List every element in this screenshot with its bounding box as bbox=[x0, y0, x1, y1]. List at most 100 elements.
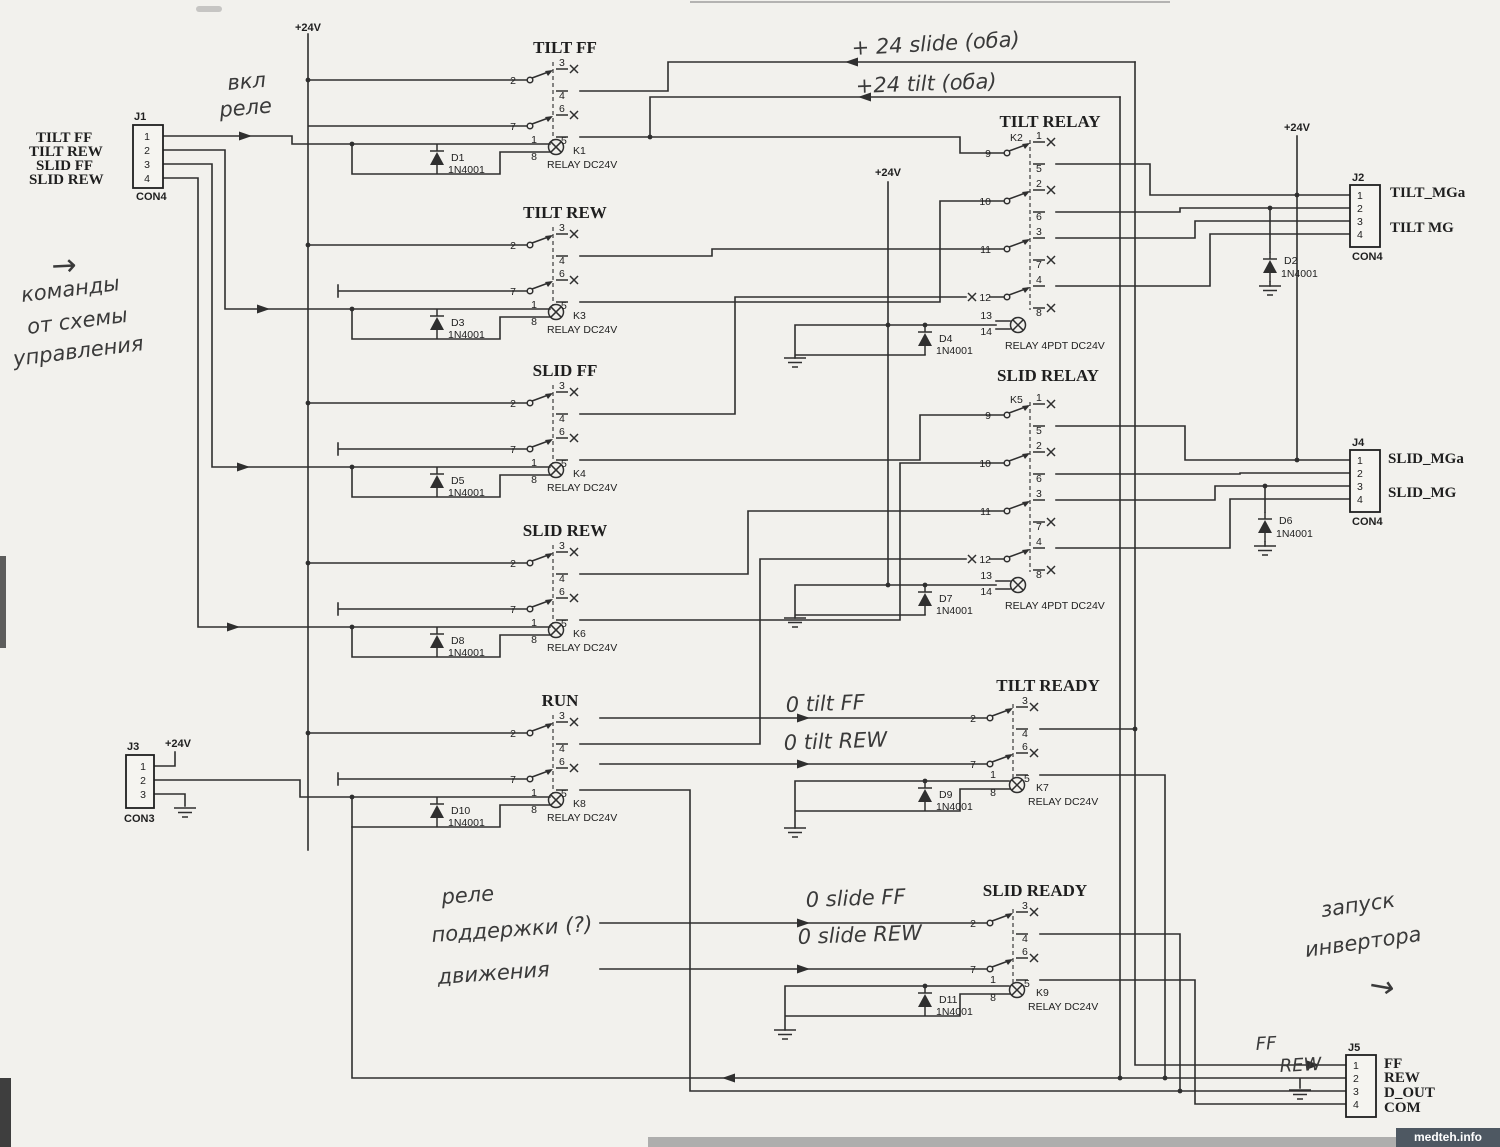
ground-icon bbox=[173, 807, 197, 818]
pin-label: 6 bbox=[1022, 946, 1028, 958]
relay-contact bbox=[511, 279, 569, 303]
pin-label: 7 bbox=[1036, 521, 1042, 533]
pin-label: 4 bbox=[559, 573, 565, 585]
pin-label: 3 bbox=[1022, 900, 1028, 912]
wire-j3-feeds bbox=[153, 751, 353, 807]
wire-ready-coils bbox=[784, 780, 1011, 1031]
signal-label: TILT MG bbox=[1390, 220, 1454, 236]
pin-label: 1 bbox=[531, 617, 537, 629]
relay-contact bbox=[988, 189, 1046, 213]
pin-label: 2 bbox=[510, 240, 516, 252]
pin-label: 6 bbox=[559, 103, 565, 115]
pin-label: 3 bbox=[559, 710, 565, 722]
signal-label: TILT_MGa bbox=[1390, 185, 1466, 201]
connector-j2-box bbox=[1349, 184, 1381, 248]
junction-dot bbox=[349, 464, 355, 470]
relay-title: TILT FF bbox=[533, 38, 597, 57]
annotation-rew: REW bbox=[1279, 1054, 1323, 1077]
x-mark bbox=[1046, 137, 1056, 147]
relay-type: RELAY DC24V bbox=[547, 324, 617, 336]
pin-label: 1 bbox=[990, 769, 996, 781]
wire-right-outputs bbox=[1055, 163, 1353, 549]
relay-k7: TILT READY 2 3 4 7 6 5 1 8 K7 RELAY DC24… bbox=[936, 676, 1100, 813]
pin-label: 1 bbox=[531, 134, 537, 146]
relay-contact bbox=[971, 911, 1029, 935]
power-label: +24V bbox=[1284, 122, 1311, 134]
pin-label: 2 bbox=[144, 145, 150, 157]
pin-label: 6 bbox=[559, 586, 565, 598]
connector-j4: J4 1 2 3 4 CON4 SLID_MGa SLID_MG bbox=[1352, 437, 1464, 528]
relay-contact bbox=[511, 551, 569, 575]
x-mark bbox=[1029, 702, 1039, 712]
x-mark bbox=[569, 433, 579, 443]
x-mark bbox=[1046, 303, 1056, 313]
pin-label: 3 bbox=[559, 57, 565, 69]
relay-title: SLID FF bbox=[533, 361, 598, 380]
pin-label: 4 bbox=[1036, 536, 1042, 548]
pin-label: 6 bbox=[1022, 741, 1028, 753]
relay-k4: SLID FF 2 3 4 7 6 5 1 8 K4 RELAY DC24V D… bbox=[448, 361, 617, 499]
x-mark bbox=[1029, 953, 1039, 963]
pin-label: 3 bbox=[144, 159, 150, 171]
diode-part: 1N4001 bbox=[448, 487, 485, 499]
diode-ref: D9 bbox=[939, 789, 953, 801]
pin-label: 1 bbox=[1036, 392, 1042, 404]
connector-j5: J5 1 2 3 4 FF REW D_OUT COM bbox=[1348, 1042, 1435, 1116]
diode-part: 1N4001 bbox=[448, 164, 485, 176]
annotation-zapusk-line2: инвертора bbox=[1303, 922, 1422, 962]
diode-icon bbox=[429, 143, 445, 175]
pin-label: 2 bbox=[1357, 468, 1363, 480]
relay-title: SLID READY bbox=[983, 881, 1087, 900]
wire-j1-feeds bbox=[161, 135, 353, 628]
pin-label: 2 bbox=[140, 775, 146, 787]
pin-label: 5 bbox=[561, 458, 567, 470]
pin-label: 7 bbox=[510, 604, 516, 616]
relay-type: RELAY DC24V bbox=[547, 482, 617, 494]
arrow-right-icon bbox=[797, 964, 810, 974]
connector-j2: J2 1 2 3 4 CON4 TILT_MGa TILT MG bbox=[1352, 172, 1466, 263]
pin-label: 6 bbox=[559, 756, 565, 768]
pin-label: 6 bbox=[1036, 211, 1042, 223]
relay-ref: K2 bbox=[1010, 132, 1023, 144]
junction-dot bbox=[922, 582, 928, 588]
junction-dot bbox=[922, 322, 928, 328]
signal-label: TILT REW bbox=[29, 144, 103, 160]
wire-right-24v bbox=[1264, 135, 1298, 547]
annotation-zapusk-arrow: → bbox=[1367, 967, 1398, 1006]
annotation-0-slide-ff: 0 slide FF bbox=[805, 884, 906, 911]
connector-ref: J5 bbox=[1348, 1042, 1360, 1054]
connector-type: CON3 bbox=[124, 813, 155, 825]
pin-label: 8 bbox=[531, 151, 537, 163]
x-mark bbox=[569, 275, 579, 285]
relay-contact bbox=[511, 721, 569, 745]
relay-ref: K6 bbox=[573, 628, 586, 640]
power-label: +24V bbox=[295, 22, 322, 34]
pin-label: 5 bbox=[561, 788, 567, 800]
pin-label: 2 bbox=[1036, 178, 1042, 190]
ground-icon bbox=[783, 827, 807, 838]
x-mark bbox=[1046, 447, 1056, 457]
relay-contact bbox=[511, 114, 569, 138]
arrow-right-icon bbox=[797, 759, 810, 769]
relay-coil-icon bbox=[1008, 776, 1026, 794]
x-mark bbox=[569, 717, 579, 727]
x-mark bbox=[569, 64, 579, 74]
relay-contact bbox=[511, 68, 569, 92]
annotation-zapusk-line1: запуск bbox=[1319, 888, 1396, 922]
relay-ref: K4 bbox=[573, 468, 586, 480]
pin-label: 8 bbox=[990, 787, 996, 799]
relay-ref: K9 bbox=[1036, 987, 1049, 999]
relay-ref: K7 bbox=[1036, 782, 1049, 794]
pin-label: 2 bbox=[970, 918, 976, 930]
diode-part: 1N4001 bbox=[936, 605, 973, 617]
pin-label: 10 bbox=[979, 458, 991, 470]
junction-dot bbox=[349, 306, 355, 312]
connector-ref: J2 bbox=[1352, 172, 1364, 184]
relay-contact bbox=[511, 437, 569, 461]
pin-label: 9 bbox=[985, 410, 991, 422]
junction-dot bbox=[305, 242, 311, 248]
x-mark bbox=[967, 292, 977, 302]
scan-streak bbox=[0, 1078, 11, 1147]
connector-ref: J4 bbox=[1352, 437, 1365, 449]
